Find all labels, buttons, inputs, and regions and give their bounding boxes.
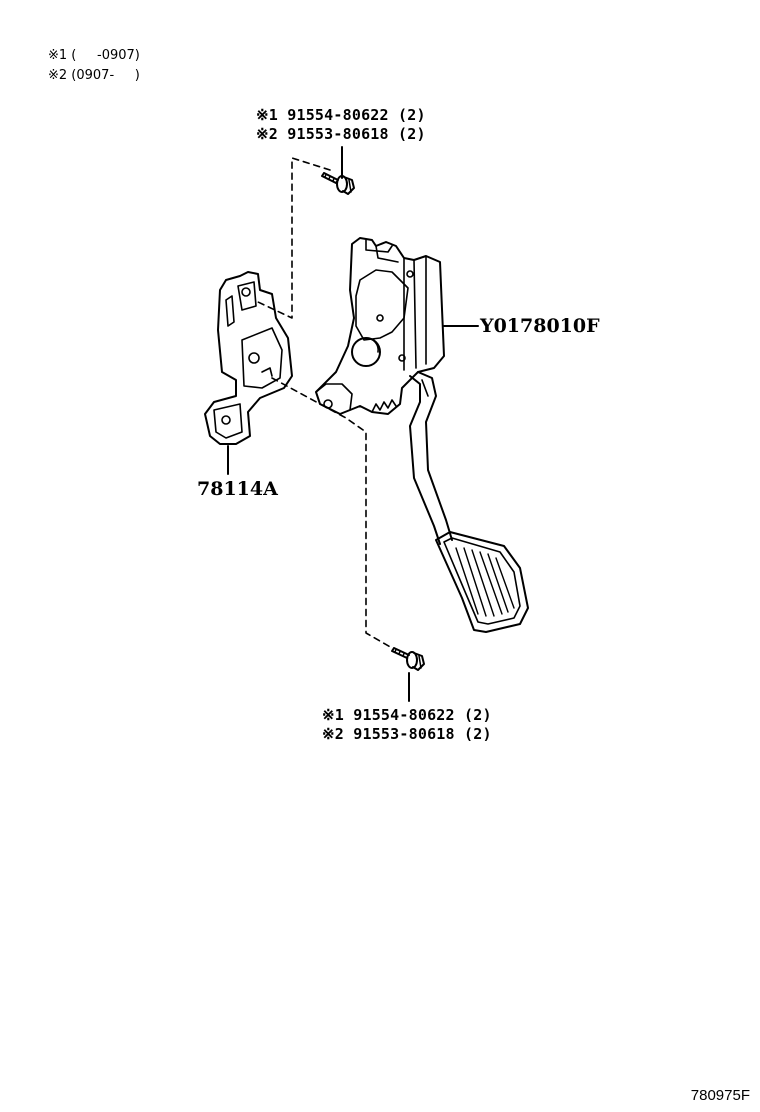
top-bolt-part-2: ※2 91553-80618 (2) [256, 125, 426, 143]
legend-item-2: ※2 (0907- ) [48, 68, 140, 83]
assembly-dashed-lines [257, 157, 393, 649]
bottom-bolt-drawing [391, 647, 425, 702]
top-bolt-drawing [321, 146, 355, 195]
legend-item-1: ※1 ( -0907) [48, 48, 140, 63]
figure-number: 780975F [690, 1087, 750, 1104]
bottom-bolt-part-2: ※2 91553-80618 (2) [322, 725, 492, 743]
bracket-drawing [204, 271, 293, 475]
bottom-bolt-part-1: ※1 91554-80622 (2) [322, 706, 492, 724]
bracket-part-number: 78114A [197, 478, 278, 500]
pedal-assembly-drawing [315, 237, 529, 633]
top-bolt-part-1: ※1 91554-80622 (2) [256, 106, 426, 124]
pedal-part-number: Y0178010F [480, 315, 600, 337]
